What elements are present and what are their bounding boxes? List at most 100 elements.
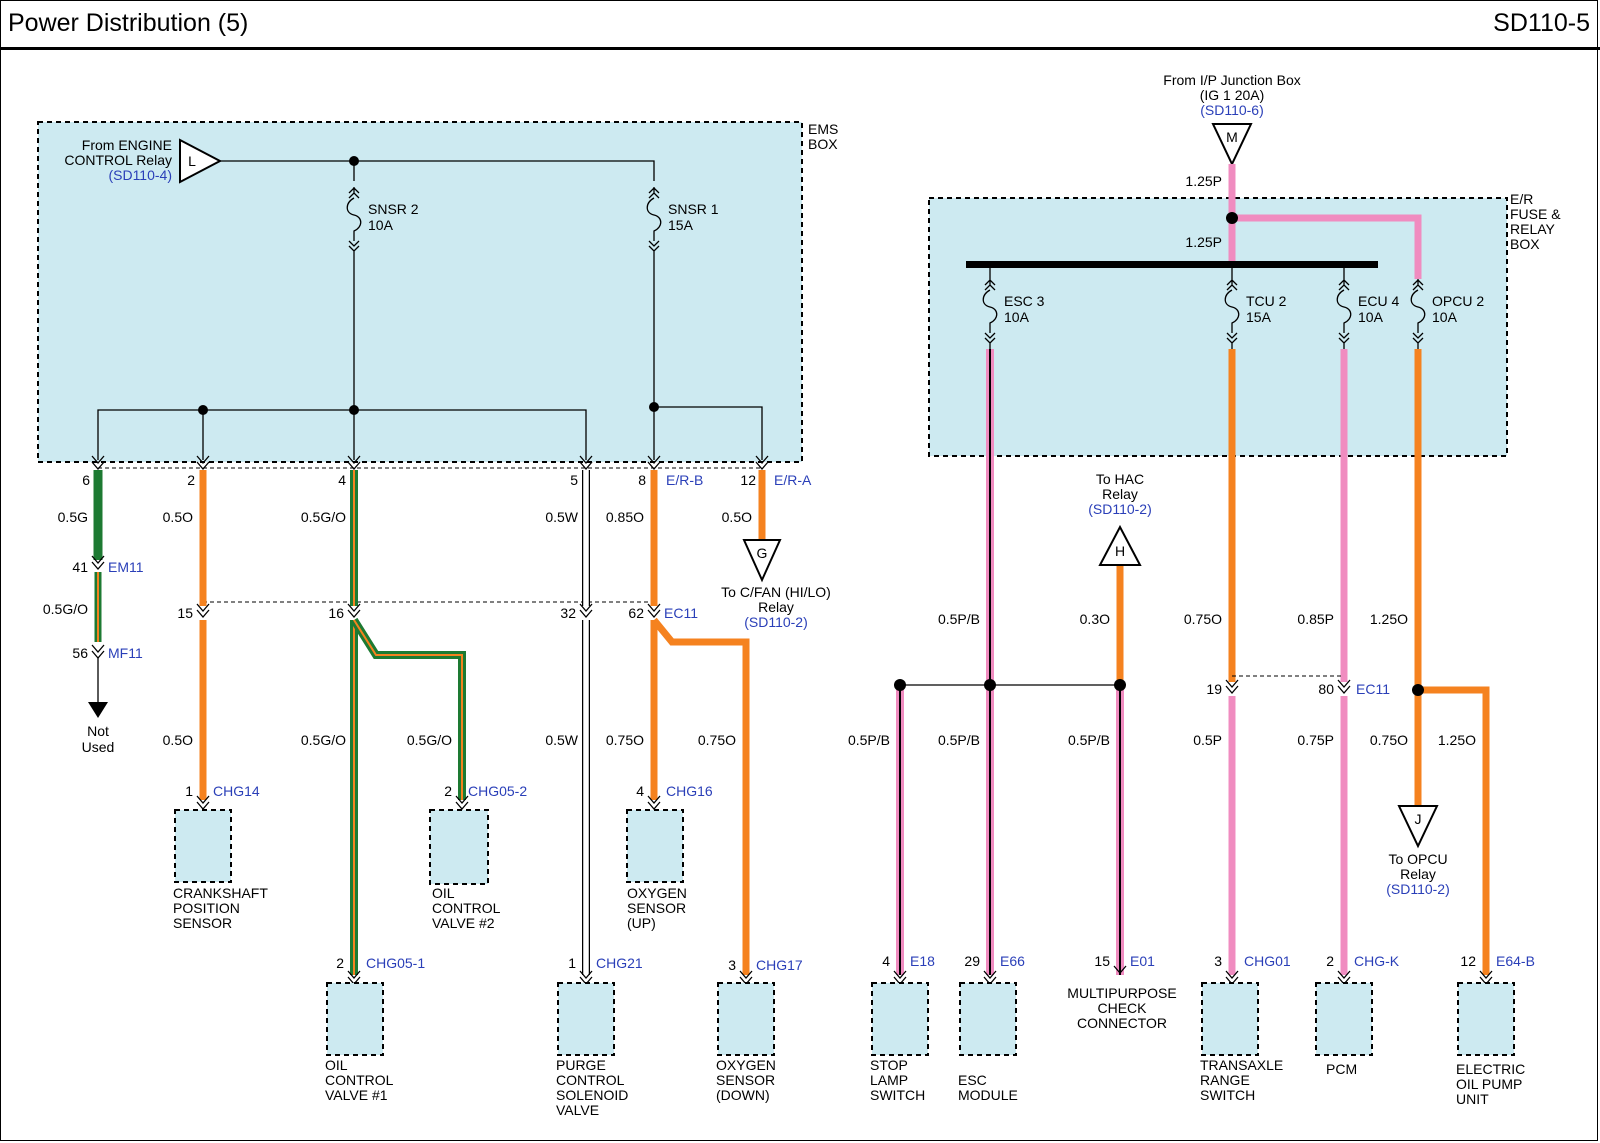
relay-h-label: To HAC bbox=[1096, 471, 1144, 487]
inline-pin: 80 bbox=[1318, 681, 1334, 697]
component-pin: 4 bbox=[882, 953, 890, 969]
component-name: LAMP bbox=[870, 1072, 908, 1088]
junction-dot bbox=[1412, 684, 1424, 696]
wire-spec: 0.5P/B bbox=[848, 732, 890, 748]
component-pin: 3 bbox=[728, 957, 736, 973]
inline-id: EC11 bbox=[664, 605, 698, 621]
wire-spec: 0.5G/O bbox=[301, 509, 346, 525]
component-name: PCM bbox=[1326, 1061, 1357, 1077]
ems-box bbox=[37, 121, 803, 463]
ems-source-label: From ENGINE bbox=[82, 137, 172, 153]
component-stop-lamp-switch: 4 E18 STOP LAMP SWITCH bbox=[870, 953, 935, 1103]
ems-source-terminal-label: L bbox=[188, 153, 196, 169]
wire-spec: 0.5W bbox=[545, 509, 578, 525]
component-name: MODULE bbox=[958, 1087, 1018, 1103]
wire-spec: 0.5P/B bbox=[1068, 732, 1110, 748]
component-name: UNIT bbox=[1456, 1091, 1489, 1107]
er-box-label: FUSE & bbox=[1510, 206, 1561, 222]
page-title: Power Distribution (5) bbox=[8, 9, 249, 37]
component-pin: 29 bbox=[964, 953, 980, 969]
wire-spec: 0.85P bbox=[1297, 611, 1334, 627]
fuse-esc3-rating: 10A bbox=[1004, 309, 1030, 325]
inline-pin: 41 bbox=[72, 559, 88, 575]
wire-spec: 0.5P/B bbox=[938, 732, 980, 748]
component-id: E01 bbox=[1130, 953, 1155, 969]
component-name: VALVE #1 bbox=[325, 1087, 388, 1103]
component-name: CONTROL bbox=[432, 900, 501, 916]
component-pin: 2 bbox=[444, 783, 452, 799]
component-oil-control-valve-1: 2 CHG05-1 OIL CONTROL VALVE #1 bbox=[325, 955, 425, 1103]
component-multipurpose-check-connector: 15 E01 MULTIPURPOSE CHECK CONNECTOR bbox=[1067, 953, 1176, 1031]
wire-spec: 0.75P bbox=[1297, 732, 1334, 748]
wire-spec: 0.5O bbox=[163, 732, 193, 748]
component-purge-control-solenoid-valve: 1 CHG21 PURGE CONTROL SOLENOID VALVE bbox=[556, 955, 643, 1118]
wire-spec: 0.3O bbox=[1080, 611, 1110, 627]
relay-j-label: Relay bbox=[1400, 866, 1436, 882]
er-box-label: RELAY bbox=[1510, 221, 1556, 237]
wire-spec: 0.75O bbox=[606, 732, 644, 748]
junction-dot bbox=[349, 405, 359, 415]
wire-spec: 1.25O bbox=[1370, 611, 1408, 627]
component-name: VALVE bbox=[556, 1102, 599, 1118]
not-used-label: Used bbox=[82, 739, 115, 755]
em11-chevron bbox=[91, 555, 105, 570]
ec11-chevron bbox=[1337, 679, 1351, 694]
component-name: CRANKSHAFT bbox=[173, 885, 268, 901]
component-name: SENSOR bbox=[173, 915, 232, 931]
fuse-ecu4-name: ECU 4 bbox=[1358, 293, 1399, 309]
fuse-snsr1-rating: 15A bbox=[668, 217, 694, 233]
wire-spec: 0.85O bbox=[606, 509, 644, 525]
wire-spec: 0.5G bbox=[58, 509, 88, 525]
relay-j-terminal-label: J bbox=[1415, 811, 1422, 827]
relay-g-terminal bbox=[742, 539, 782, 583]
component-pin: 15 bbox=[1094, 953, 1110, 969]
component-name: (UP) bbox=[627, 915, 656, 931]
wire-spec: 0.5W bbox=[545, 732, 578, 748]
relay-h-terminal bbox=[1098, 524, 1142, 566]
component-name: RANGE bbox=[1200, 1072, 1250, 1088]
component-name: VALVE #2 bbox=[432, 915, 495, 931]
wire-spec: 1.25O bbox=[1438, 732, 1476, 748]
wire-spec: 0.75O bbox=[1370, 732, 1408, 748]
er-box-label: E/R bbox=[1510, 191, 1533, 207]
fuse-esc3-name: ESC 3 bbox=[1004, 293, 1045, 309]
component-oil-control-valve-2: 2 CHG05-2 OIL CONTROL VALVE #2 bbox=[429, 783, 527, 931]
component-pin: 12 bbox=[1460, 953, 1476, 969]
component-pin: 1 bbox=[568, 955, 576, 971]
relay-g-ref: (SD110-2) bbox=[744, 614, 808, 630]
relay-g-label: To C/FAN (HI/LO) bbox=[721, 584, 831, 600]
component-name: MULTIPURPOSE bbox=[1067, 985, 1176, 1001]
junction-dot bbox=[984, 679, 996, 691]
component-name: POSITION bbox=[173, 900, 240, 916]
ems-pin: 8 bbox=[638, 472, 646, 488]
ec11-chevron bbox=[196, 603, 210, 618]
component-id: CHG05-1 bbox=[366, 955, 425, 971]
ems-pin: 6 bbox=[82, 472, 90, 488]
component-name: OXYGEN bbox=[627, 885, 687, 901]
junction-dot bbox=[649, 402, 659, 412]
ec11-chevron bbox=[1225, 679, 1239, 694]
relay-h-label: Relay bbox=[1102, 486, 1138, 502]
er-source: From I/P Junction Box (IG 1 20A) (SD110-… bbox=[1163, 72, 1301, 167]
component-name: CONTROL bbox=[556, 1072, 625, 1088]
wire-4-green-orange bbox=[350, 470, 466, 975]
relay-g-terminal-label: G bbox=[757, 545, 768, 561]
wire-spec: 0.5P/B bbox=[938, 611, 980, 627]
busbar-taps bbox=[989, 268, 1345, 279]
relay-j-terminal bbox=[1397, 805, 1439, 849]
wire-spec: 0.75O bbox=[1184, 611, 1222, 627]
er-busbar bbox=[966, 261, 1378, 268]
fuse-ecu4-rating: 10A bbox=[1358, 309, 1384, 325]
component-id: CHG21 bbox=[596, 955, 643, 971]
ec11-chevron bbox=[647, 603, 661, 618]
component-name: PURGE bbox=[556, 1057, 606, 1073]
wire-spec: 0.5G/O bbox=[301, 732, 346, 748]
relay-g-label: Relay bbox=[758, 599, 794, 615]
component-name: SWITCH bbox=[1200, 1087, 1255, 1103]
fuse-snsr1-name: SNSR 1 bbox=[668, 201, 719, 217]
page-code: SD110-5 bbox=[1493, 9, 1590, 37]
er-source-label: From I/P Junction Box bbox=[1163, 72, 1300, 88]
fuse-opcu2-rating: 10A bbox=[1432, 309, 1458, 325]
component-name: OIL PUMP bbox=[1456, 1076, 1522, 1092]
ems-pin-tag: E/R-B bbox=[666, 472, 703, 488]
